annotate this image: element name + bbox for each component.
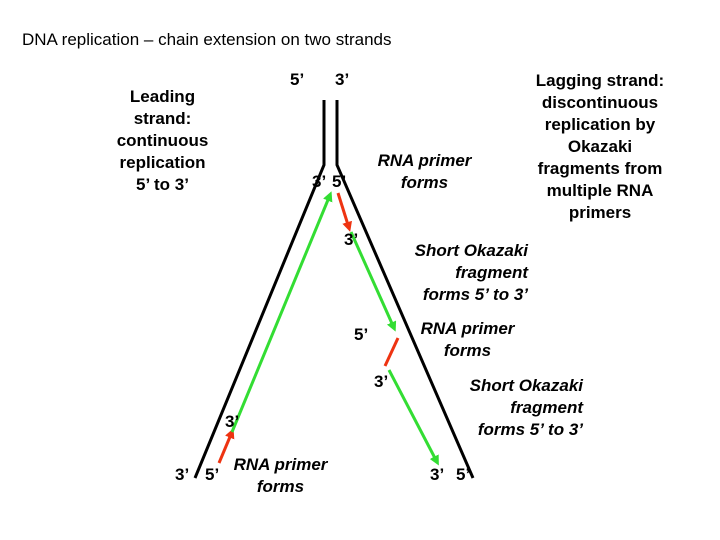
rna-primer-annotation-2: RNA primer forms [420,319,515,360]
mid-5-prime-label: 5’ [354,325,369,344]
top-3-prime-label: 3’ [335,70,350,89]
right-template-strand [335,100,475,479]
rna-primer-annotation-3: RNA primer forms [233,455,328,496]
bottom-right-5-prime-label: 5’ [456,465,471,484]
top-5-prime-label: 5’ [290,70,305,89]
fork-3-prime-label: 3’ [312,172,327,191]
okazaki-fragment-1 [349,231,397,332]
leading-new-strand [230,191,333,433]
left-3-prime-label: 3’ [225,412,240,431]
mid-3-prime-label-a: 3’ [344,230,359,249]
bottom-left-5-prime-label: 5’ [205,465,220,484]
mid-3-prime-label-b: 3’ [374,372,389,391]
bottom-right-3-prime-label: 3’ [430,465,445,484]
left-template-strand [193,100,326,479]
leading-strand-caption: Leading strand: continuous replication 5… [116,87,209,194]
okazaki-fragment-2 [387,369,439,466]
lagging-strand-caption: Lagging strand: discontinuous replicatio… [535,71,665,222]
bottom-left-3-prime-label: 3’ [175,465,190,484]
leading-rna-primer [217,428,235,464]
okazaki-annotation-1: Short Okazaki fragment forms 5’ to 3’ [414,241,528,304]
diagram-title: DNA replication – chain extension on two… [22,30,392,49]
lagging-rna-primer-1 [336,192,352,232]
okazaki-annotation-2: Short Okazaki fragment forms 5’ to 3’ [469,376,583,439]
rna-primer-annotation-1: RNA primer forms [377,151,472,192]
fork-5-prime-label: 5’ [332,172,347,191]
lagging-rna-primer-2 [383,337,400,367]
